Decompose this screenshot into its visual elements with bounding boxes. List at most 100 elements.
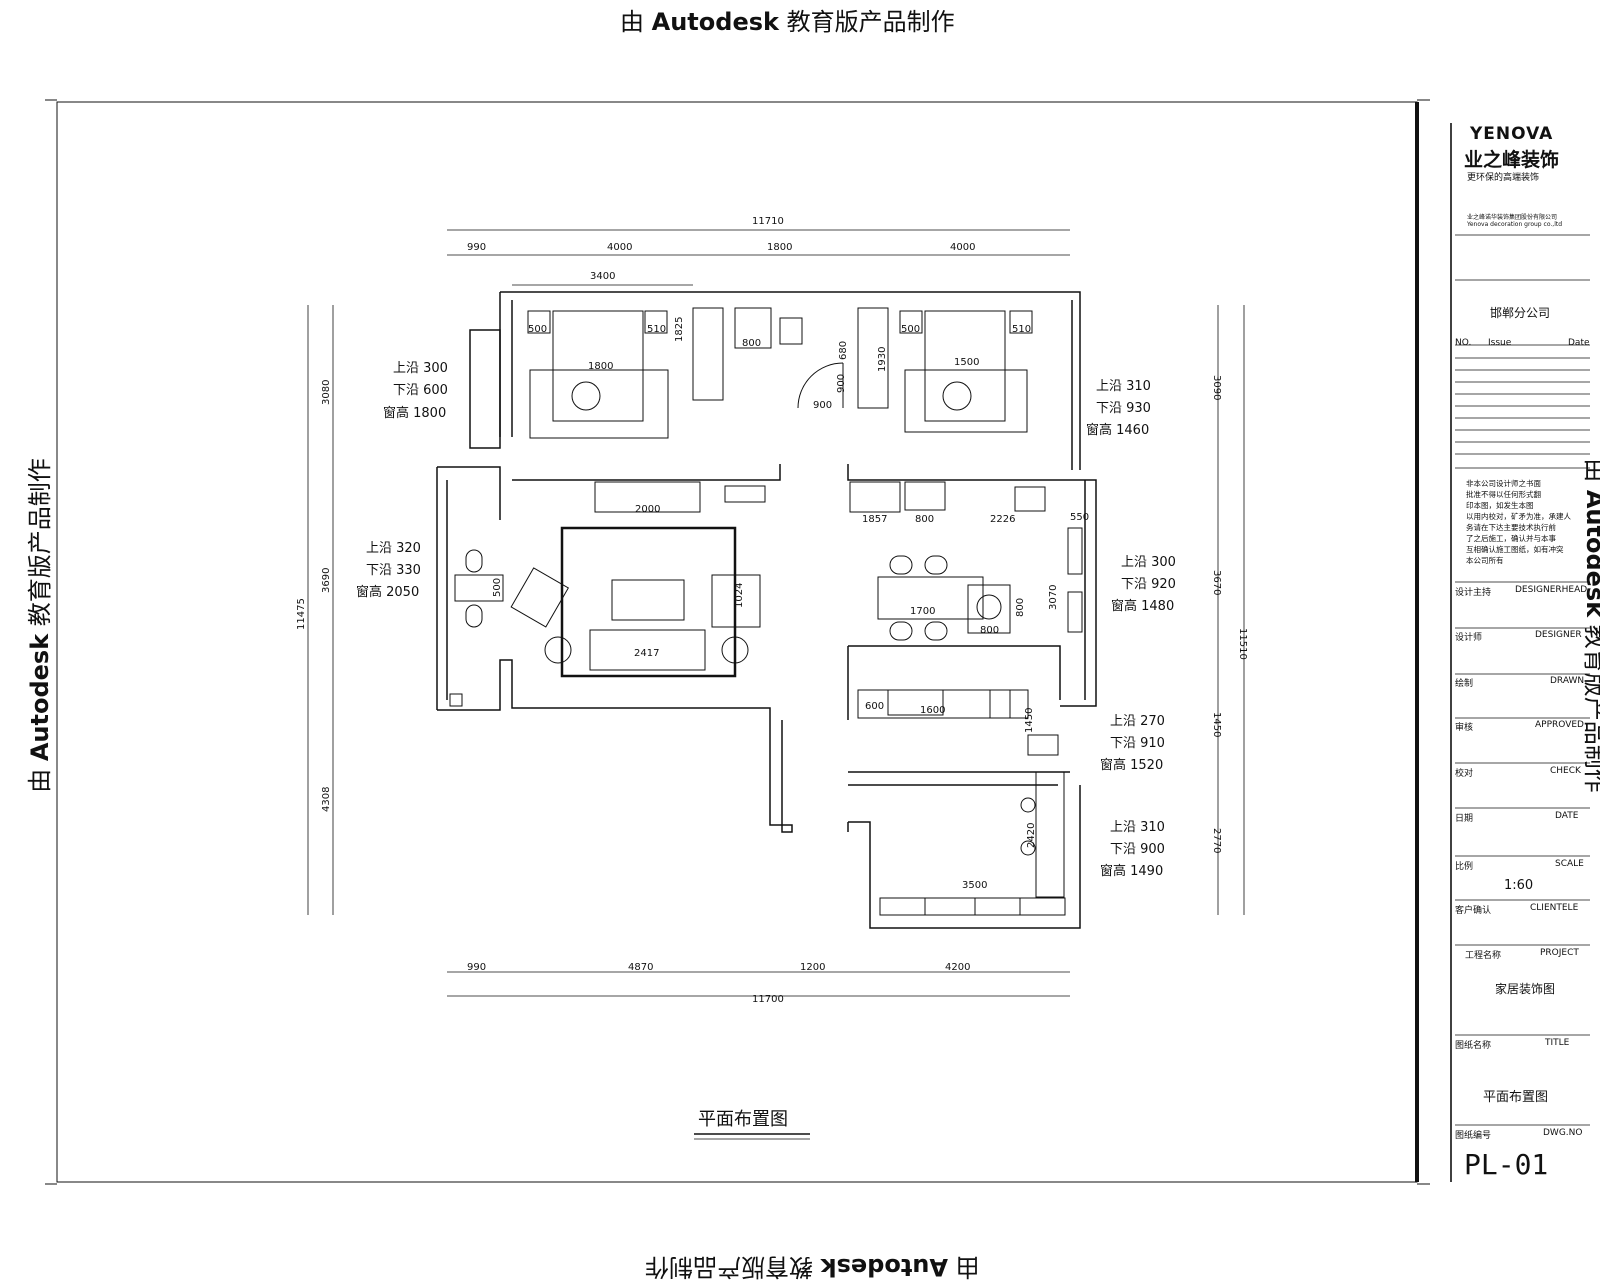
issue-no-label: NO. xyxy=(1455,338,1472,348)
window-notes: 上沿 300 下沿 600 窗高 1800 上沿 320 下沿 330 窗高 2… xyxy=(356,361,1176,879)
row-label-en: DATE xyxy=(1555,811,1579,821)
bed-2 xyxy=(924,310,1006,422)
dim-nightstand: 510 xyxy=(647,324,666,335)
watermark-top: 由 Autodesk 教育版产品制作 xyxy=(620,8,955,36)
dim-right-seg: 3090 xyxy=(1211,375,1222,400)
dim-kitchen: 550 xyxy=(1070,512,1089,523)
title-label-en: TITLE xyxy=(1545,1038,1570,1048)
dwg-value: PL-01 xyxy=(1464,1148,1549,1181)
slogan: 更环保的高端装饰 xyxy=(1467,173,1540,183)
row-label: 设计师 xyxy=(1455,633,1483,643)
row-label: 日期 xyxy=(1455,814,1474,824)
dining-table xyxy=(877,576,984,620)
sofa xyxy=(589,629,706,671)
title-label: 图纸名称 xyxy=(1455,1041,1492,1051)
svg-text:上沿 270: 上沿 270 xyxy=(1110,714,1165,729)
coffee-table xyxy=(611,579,685,621)
furniture xyxy=(449,307,1083,916)
project-value: 家居装饰图 xyxy=(1495,982,1556,996)
dim-bath-door: 680 xyxy=(838,341,849,360)
row-label: 比例 xyxy=(1455,862,1474,872)
walls xyxy=(436,291,1097,929)
svg-text:下沿 900: 下沿 900 xyxy=(1110,842,1165,857)
dim-sofa: 2417 xyxy=(634,648,659,659)
logo-cn: 业之峰装饰 xyxy=(1464,149,1560,171)
logo-en: YENOVA xyxy=(1470,124,1554,144)
dimension-lines xyxy=(307,229,1245,997)
svg-text:下沿 910: 下沿 910 xyxy=(1110,736,1165,751)
svg-text:窗高 1490: 窗高 1490 xyxy=(1100,863,1163,879)
svg-text:上沿 310: 上沿 310 xyxy=(1096,379,1151,394)
dim-top-seg: 4000 xyxy=(950,242,975,253)
dim-wardrobe-2: 1930 xyxy=(877,347,888,372)
wardrobe-1 xyxy=(692,307,724,401)
row-label-en: CLIENTELE xyxy=(1530,903,1579,913)
bar-counter xyxy=(1035,771,1065,898)
dim-left-seg: 4308 xyxy=(321,787,332,812)
nightstand-left-1 xyxy=(527,310,551,334)
dim-dining-depth: 3070 xyxy=(1048,585,1059,610)
row-label: 设计主持 xyxy=(1455,588,1492,598)
bed-1 xyxy=(552,310,644,422)
issue-date-label: Date xyxy=(1568,338,1590,348)
bath-sink xyxy=(734,307,772,349)
toilet xyxy=(779,317,803,345)
dim-kitchen: 800 xyxy=(915,514,934,525)
wardrobe-2 xyxy=(857,307,889,409)
dim-bottom-seg: 4200 xyxy=(945,962,970,973)
company-small-en: Yenova decoration group co.,ltd xyxy=(1467,221,1563,228)
dim-bottom-seg: 990 xyxy=(467,962,486,973)
svg-text:上沿 300: 上沿 300 xyxy=(1121,555,1176,570)
rug xyxy=(560,526,737,678)
bed-1-cover xyxy=(529,369,669,439)
branch: 邯郸分公司 xyxy=(1490,306,1551,320)
tv-cabinet xyxy=(594,481,701,513)
svg-text:窗高 1480: 窗高 1480 xyxy=(1111,598,1174,614)
dim-round-table: 800 xyxy=(980,625,999,636)
dim-bar: 2420 xyxy=(1026,823,1037,848)
dim-door-900-b: 900 xyxy=(813,400,832,411)
row-label-en: APPROVED xyxy=(1535,720,1584,730)
dim-top-total: 11710 xyxy=(752,216,784,227)
dim-top-seg: 990 xyxy=(467,242,486,253)
row-label-en: DESIGNERHEAD xyxy=(1515,585,1588,595)
dim-right-seg: 2770 xyxy=(1211,828,1222,853)
svg-text:窗高 1800: 窗高 1800 xyxy=(383,405,446,421)
company-small: 业之峰诺华装饰集团股份有限公司 xyxy=(1467,214,1558,221)
dim-cabinet: 1600 xyxy=(920,705,945,716)
balcony-cabinet xyxy=(879,897,1066,916)
dim-top-seg: 1800 xyxy=(767,242,792,253)
dim-wardrobe-1: 1825 xyxy=(674,317,685,342)
svg-text:下沿 600: 下沿 600 xyxy=(393,383,448,398)
dim-right-seg: 3670 xyxy=(1211,570,1222,595)
row-label: 绘制 xyxy=(1455,679,1474,689)
dim-bottom-seg: 4870 xyxy=(628,962,653,973)
dim-bed-2: 1500 xyxy=(954,357,979,368)
dim-tv-cabinet: 2000 xyxy=(635,504,660,515)
row-label: 校对 xyxy=(1455,769,1474,779)
project-label-en: PROJECT xyxy=(1540,948,1579,958)
dim-right-total: 11510 xyxy=(1237,628,1248,660)
svg-text:上沿 320: 上沿 320 xyxy=(366,541,421,556)
dim-top-seg: 4000 xyxy=(607,242,632,253)
dim-bottom-total: 11700 xyxy=(752,994,784,1005)
row-label: 客户确认 xyxy=(1455,906,1492,916)
dwg-label: 图纸编号 xyxy=(1455,1131,1492,1141)
dim-nightstand: 500 xyxy=(528,324,547,335)
svg-text:窗高 2050: 窗高 2050 xyxy=(356,584,419,600)
dim-left-seg: 3690 xyxy=(321,568,332,593)
dim-balcony: 3500 xyxy=(962,880,987,891)
svg-text:下沿 920: 下沿 920 xyxy=(1121,577,1176,592)
dim-door-900-a: 900 xyxy=(836,374,847,393)
svg-text:窗高 1460: 窗高 1460 xyxy=(1086,422,1149,438)
dim-bath-width: 800 xyxy=(742,338,761,349)
lounge-chair xyxy=(510,567,570,628)
dim-nightstand: 510 xyxy=(1012,324,1031,335)
dim-left-total: 11475 xyxy=(296,598,307,630)
row-label: 审核 xyxy=(1455,723,1474,733)
study-desk xyxy=(454,574,504,602)
dim-kitchen: 1857 xyxy=(862,514,887,525)
drawing-title: 平面布置图 xyxy=(698,1109,788,1130)
dim-bed-1: 1800 xyxy=(588,361,613,372)
